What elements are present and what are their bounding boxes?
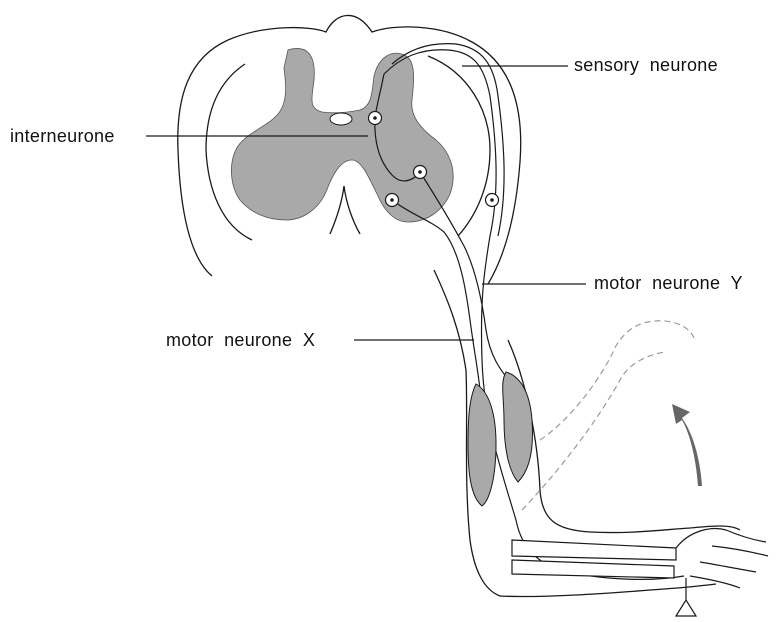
- hand: [676, 529, 768, 588]
- motor-neurone-x-label: motor neurone X: [166, 331, 315, 349]
- ventral-fissure: [330, 186, 360, 234]
- sensory-neurone-label: sensory neurone: [574, 56, 718, 74]
- stimulus-pin-icon: [676, 578, 696, 616]
- extensor-muscle: [468, 384, 496, 506]
- motor-neurone-x-fibre: [392, 200, 480, 390]
- central-canal: [330, 113, 352, 125]
- movement-arrow: [672, 404, 702, 486]
- forearm-bones: [512, 540, 676, 578]
- sensory-neurone-fibre: [384, 50, 684, 580]
- interneurone-label: interneurone: [10, 127, 115, 145]
- raised-forearm-dashed: [522, 321, 694, 510]
- motor-neurone-y-label: motor neurone Y: [594, 274, 743, 292]
- flexor-muscle: [503, 372, 533, 482]
